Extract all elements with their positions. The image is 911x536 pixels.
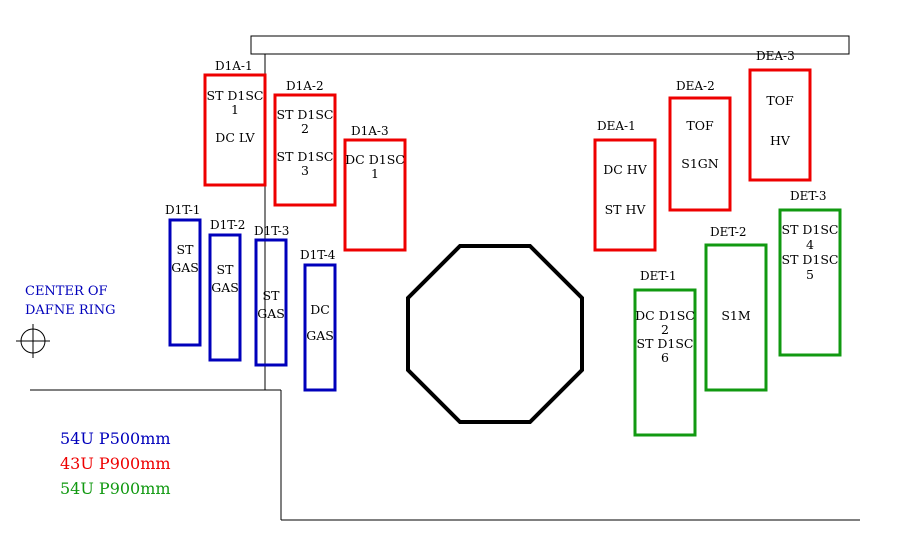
rack-text-d1a-3-0: DC D1SC — [345, 152, 405, 167]
rack-dea-2 — [668, 96, 732, 212]
rack-text-dea-3-2: HV — [770, 133, 791, 148]
rack-text-d1a-1-1: 1 — [231, 102, 239, 117]
rack-text-d1a-3-1: 1 — [371, 166, 379, 181]
rack-dea-3 — [748, 68, 812, 182]
center-label-line-2: DAFNE RING — [25, 303, 116, 318]
rack-text-d1t-3-0: ST — [263, 288, 281, 303]
center-crosshair-icon — [16, 324, 50, 358]
rack-text-det-1-2: ST D1SC — [637, 336, 694, 351]
rack-id-dea-3: DEA-3 — [756, 49, 795, 63]
rack-id-dea-2: DEA-2 — [676, 79, 715, 93]
rack-id-det-2: DET-2 — [710, 225, 747, 239]
rack-dea-1 — [593, 138, 657, 252]
rack-text-det-2-0: S1M — [721, 308, 751, 323]
rack-text-d1a-1-3: DC LV — [215, 130, 255, 145]
rack-id-d1t-2: D1T-2 — [210, 218, 245, 232]
rack-d1t-2 — [208, 233, 242, 362]
rack-det-3 — [778, 208, 842, 357]
rack-d1t-4 — [303, 263, 337, 392]
rack-text-det-3-1: 4 — [806, 237, 814, 252]
rack-text-det-3-3: 5 — [806, 267, 814, 282]
rack-id-d1a-2: D1A-2 — [286, 79, 324, 93]
rack-d1t-3 — [254, 238, 288, 367]
rack-text-dea-3-0: TOF — [766, 93, 794, 108]
rack-d1a-1 — [203, 73, 267, 187]
rack-d1a-3 — [343, 138, 407, 252]
rack-id-dea-1: DEA-1 — [597, 119, 636, 133]
beam-pipe-octagon — [406, 244, 584, 424]
rack-text-d1a-2-1: 2 — [301, 121, 309, 136]
rack-det-2 — [704, 243, 768, 392]
center-label-line-1: CENTER OF — [25, 284, 108, 299]
rack-text-det-3-2: ST D1SC — [782, 252, 839, 267]
legend-red: 43U P900mm — [60, 454, 171, 473]
rack-text-dea-2-0: TOF — [686, 118, 714, 133]
rack-id-d1t-1: D1T-1 — [165, 203, 200, 217]
legend-green: 54U P900mm — [60, 479, 171, 498]
rack-text-d1t-4-1: GAS — [306, 328, 334, 343]
rack-text-dea-1-0: DC HV — [603, 162, 647, 177]
rack-text-det-1-1: 2 — [661, 322, 669, 337]
rack-id-det-1: DET-1 — [640, 269, 677, 283]
rack-text-d1t-1-0: ST — [177, 242, 195, 257]
rack-text-det-1-3: 6 — [661, 350, 669, 365]
rack-text-d1t-2-1: GAS — [211, 280, 239, 295]
rack-text-d1t-4-0: DC — [310, 302, 330, 317]
rack-id-d1t-4: D1T-4 — [300, 248, 336, 262]
rack-text-d1a-2-4: 3 — [301, 163, 309, 178]
rack-id-det-3: DET-3 — [790, 189, 827, 203]
top-wall-bar — [250, 35, 850, 55]
rack-text-d1t-1-1: GAS — [171, 260, 199, 275]
rack-id-d1a-3: D1A-3 — [351, 124, 389, 138]
rack-text-det-1-0: DC D1SC — [635, 308, 695, 323]
rack-det-1 — [633, 288, 697, 437]
rack-text-d1a-2-3: ST D1SC — [277, 149, 334, 164]
rack-text-d1a-2-0: ST D1SC — [277, 107, 334, 122]
rack-d1t-1 — [168, 218, 202, 347]
rack-d1a-2 — [273, 93, 337, 207]
rack-id-d1t-3: D1T-3 — [254, 224, 289, 238]
rack-id-d1a-1: D1A-1 — [215, 59, 253, 73]
legend-blue: 54U P500mm — [60, 429, 171, 448]
rack-text-d1t-2-0: ST — [217, 262, 235, 277]
rack-text-det-3-0: ST D1SC — [782, 222, 839, 237]
rack-text-d1t-3-1: GAS — [257, 306, 285, 321]
rack-text-dea-2-2: S1GN — [681, 156, 719, 171]
rack-text-dea-1-2: ST HV — [605, 202, 647, 217]
rack-text-d1a-1-0: ST D1SC — [207, 88, 264, 103]
